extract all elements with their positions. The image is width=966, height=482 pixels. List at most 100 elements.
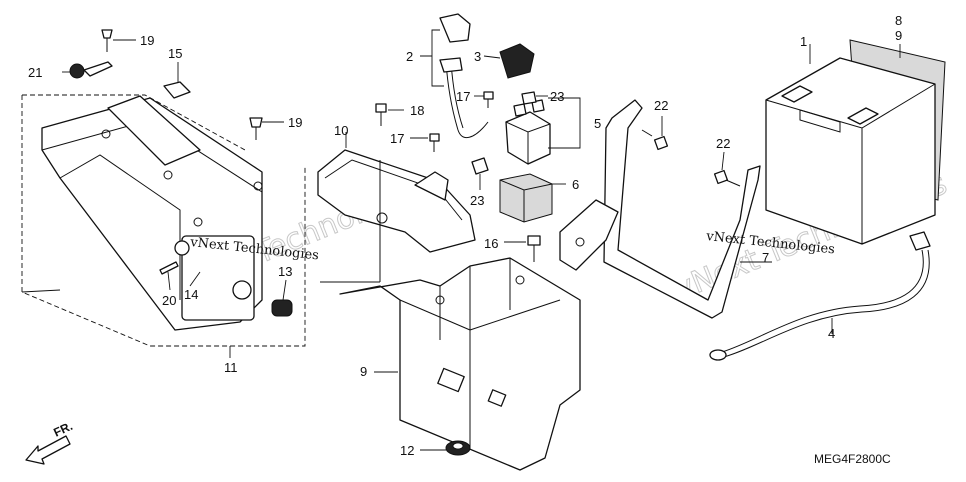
battery-edges <box>765 83 936 244</box>
relay-edges <box>505 121 551 164</box>
terminal-cover-3 <box>499 43 535 79</box>
cover-guide <box>21 289 61 293</box>
leader-20 <box>167 271 171 291</box>
case-slot <box>487 389 507 407</box>
bolt-part-22-left <box>641 116 669 151</box>
bolt-part-17-upper <box>474 91 494 108</box>
callout-17-upper: 17 <box>456 89 470 104</box>
bracket-hole <box>575 237 585 247</box>
callout-3: 3 <box>474 49 481 64</box>
callout-14: 14 <box>184 287 198 302</box>
bolt-head <box>527 235 541 246</box>
bolt-part-18 <box>375 103 404 126</box>
callout-22-right: 22 <box>716 136 730 151</box>
battery-cover-assembly <box>21 94 306 347</box>
callout-20: 20 <box>162 293 176 308</box>
battery-top-recess <box>799 109 841 133</box>
callout-11: 11 <box>224 360 238 375</box>
cover-hole <box>253 181 263 191</box>
cap-part-3 <box>483 43 535 79</box>
battery-terminal-neg <box>781 85 813 103</box>
cable-4-shadow <box>723 249 930 358</box>
relay-terminal <box>513 103 527 117</box>
callout-9-foam: 9 <box>895 28 902 43</box>
case-slot <box>437 367 465 393</box>
case-hole <box>435 295 445 305</box>
callout-7: 7 <box>762 250 769 265</box>
terminal-2 <box>439 57 463 73</box>
cable-4-terminal-high <box>909 231 931 251</box>
callout-18: 18 <box>410 103 424 118</box>
callout-4: 4 <box>828 326 835 341</box>
cover-fuse-cap <box>232 280 252 300</box>
bolt-head <box>375 103 387 113</box>
callout-19-right: 19 <box>288 115 302 130</box>
callout-9-case: 9 <box>360 364 367 379</box>
cable-4 <box>721 249 924 353</box>
nut-clip-part-15 <box>163 62 191 99</box>
screw-part-19-right <box>249 117 284 140</box>
battery-holder-part-7 <box>559 99 772 319</box>
tray-hole <box>376 212 388 224</box>
cover-top-plate <box>107 95 201 166</box>
screw-head <box>249 117 263 128</box>
cable-part-4 <box>709 231 931 361</box>
callout-19-top: 19 <box>140 33 154 48</box>
cable-part-2 <box>420 13 489 138</box>
case-top-edge <box>469 299 561 331</box>
bolt-head <box>429 133 440 142</box>
fuse <box>521 91 537 105</box>
callout-15: 15 <box>168 46 182 61</box>
leader-13 <box>282 279 287 301</box>
callout-23-upper: 23 <box>550 89 564 104</box>
battery-holder <box>603 99 761 319</box>
callout-21: 21 <box>28 65 42 80</box>
pin <box>159 261 179 275</box>
relay-part-5 <box>505 97 581 165</box>
callout-12: 12 <box>400 443 414 458</box>
callout-22-left: 22 <box>654 98 668 113</box>
battery-body <box>765 57 936 245</box>
bolt-part-16 <box>504 235 541 262</box>
fuse-part-23-upper <box>521 91 548 105</box>
leader-22-right <box>721 151 725 171</box>
cover-hole <box>101 129 111 139</box>
cover-fuse-panel <box>181 235 255 321</box>
callout-8: 8 <box>895 13 902 28</box>
cover-hole <box>193 217 203 227</box>
bolt-shank <box>641 129 653 137</box>
bolt-head <box>653 135 669 151</box>
bolt-part-17-lower <box>410 133 440 152</box>
case-hole <box>515 275 525 285</box>
battery-tray-part-10 <box>317 132 476 253</box>
bolt-part-22-right <box>713 151 741 187</box>
bolt-shank <box>725 179 741 187</box>
relay-cover <box>499 173 553 223</box>
grommet-part-12 <box>420 440 471 456</box>
leader-14 <box>189 271 201 287</box>
fuse-part-23-lower <box>471 157 489 190</box>
grommet-hole <box>452 442 464 450</box>
bolt-head <box>713 169 729 185</box>
diagram-code: MEG4F2800C <box>814 452 891 466</box>
callout-17-lower: 17 <box>390 131 404 146</box>
tray-body <box>317 149 476 253</box>
grommet-body <box>271 299 293 317</box>
case-inner-walls <box>439 258 511 340</box>
callout-10: 10 <box>334 123 348 138</box>
relay-terminal <box>531 99 545 113</box>
callout-23-lower: 23 <box>470 193 484 208</box>
battery-case-part-9 <box>339 257 581 471</box>
cover-hole <box>163 170 173 180</box>
direction-label: FR. <box>51 419 74 440</box>
tray-rim <box>324 159 463 221</box>
cover-group-bracket <box>21 94 306 347</box>
clip-grommet <box>69 63 85 79</box>
relay-cover-edges <box>499 179 553 222</box>
front-direction-arrow: FR. <box>25 419 75 465</box>
cover-plug <box>174 240 190 256</box>
leader-5 <box>548 97 581 149</box>
bolt-head <box>483 91 494 100</box>
callout-6: 6 <box>572 177 579 192</box>
holder-bracket <box>559 199 619 271</box>
